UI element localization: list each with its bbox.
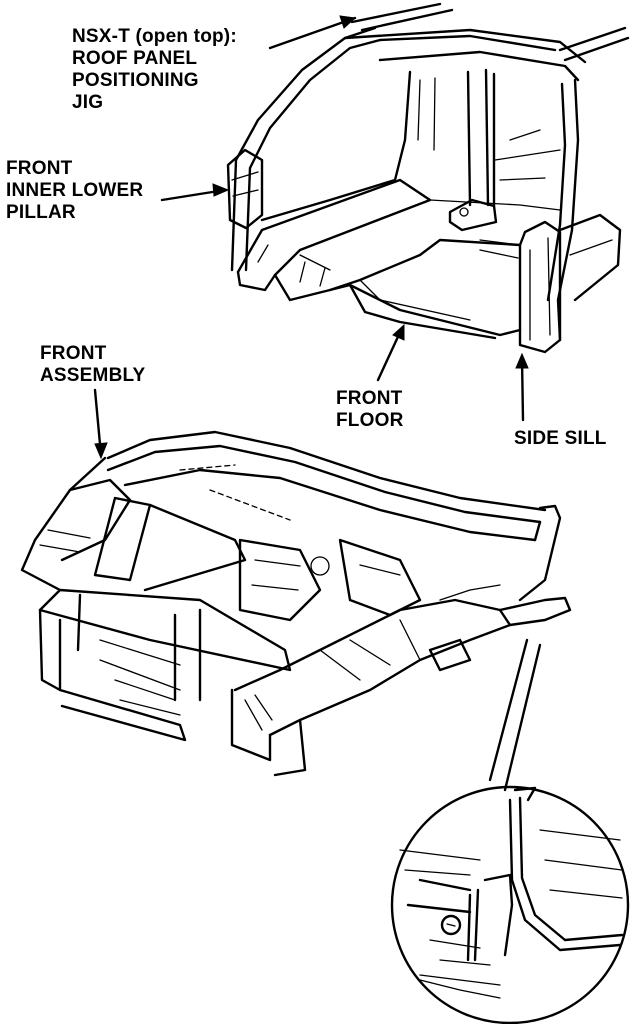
front-assembly	[20, 430, 572, 777]
callout-leaders	[93, 15, 529, 460]
label-line: ASSEMBLY	[40, 365, 146, 386]
label-front-inner-lower-pillar: FRONT INNER LOWER PILLAR	[6, 158, 143, 224]
label-line: FRONT	[336, 388, 403, 409]
label-line: FLOOR	[336, 410, 404, 431]
upper-body-shell	[226, 2, 630, 354]
label-side-sill: SIDE SILL	[514, 428, 607, 450]
label-line: FRONT	[40, 343, 107, 364]
label-front-assembly: FRONT ASSEMBLY	[40, 343, 145, 387]
label-roof-panel-jig: NSX-T (open top): ROOF PANEL POSITIONING…	[72, 26, 237, 114]
label-line: FRONT	[6, 158, 73, 179]
detail-inset	[390, 638, 630, 1024]
label-line: SIDE SILL	[514, 428, 607, 449]
label-line: PILLAR	[6, 202, 76, 223]
label-line: NSX-T (open top):	[72, 26, 237, 47]
label-line: ROOF PANEL	[72, 48, 198, 69]
label-line: POSITIONING	[72, 70, 199, 91]
label-line: JIG	[72, 92, 104, 113]
label-line: INNER LOWER	[6, 180, 144, 201]
label-front-floor: FRONT FLOOR	[336, 388, 404, 432]
